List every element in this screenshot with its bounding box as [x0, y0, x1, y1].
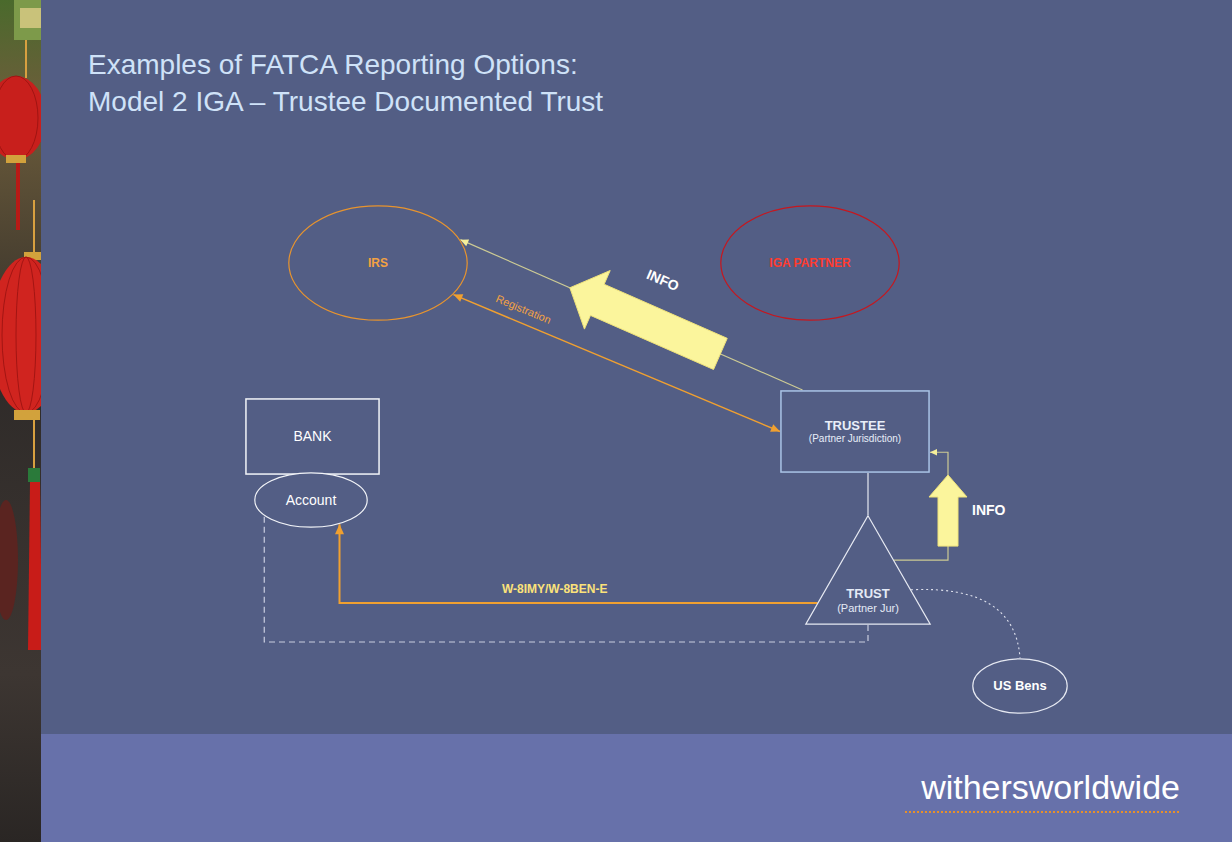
- rect-outline: [246, 399, 379, 474]
- node-sublabel: (Partner Jurisdiction): [809, 433, 901, 445]
- ellipse-outline: [289, 206, 467, 320]
- ellipse-outline: [973, 659, 1067, 713]
- node-label: IGA PARTNER: [769, 256, 850, 270]
- node-label: BANK: [293, 428, 331, 445]
- link-line: [868, 473, 869, 515]
- node-sublabel: (Partner Jur): [837, 602, 899, 615]
- block-arrow: [929, 475, 967, 546]
- rect-outline: [781, 391, 929, 472]
- trustee-box: TRUSTEE(Partner Jurisdiction): [780, 390, 930, 473]
- form-arrow: [335, 524, 818, 603]
- connector-line: [264, 516, 868, 642]
- bank-box: BANK: [245, 398, 380, 475]
- lantern-photo: [0, 0, 41, 842]
- slide-title: Examples of FATCA Reporting Options: Mod…: [88, 46, 648, 120]
- account-link: [264, 516, 868, 642]
- node-label: US Bens: [993, 678, 1046, 694]
- node-label: IRS: [368, 256, 388, 270]
- ellipse-outline: [255, 473, 367, 527]
- partner-ellipse: IGA PARTNER: [720, 205, 900, 321]
- agency-ellipse: IRS: [288, 205, 468, 321]
- connector-line: [340, 524, 818, 603]
- triangle-outline: [806, 516, 930, 624]
- arrowhead: [453, 294, 463, 301]
- account-ellipse: Account: [254, 472, 368, 528]
- arrowhead: [930, 449, 937, 455]
- arrowhead: [335, 524, 344, 534]
- arrowhead: [770, 424, 780, 431]
- connector-line: [867, 473, 868, 515]
- node-label: Account: [286, 492, 337, 509]
- node-label: TRUST: [846, 586, 889, 602]
- ellipse-outline: [721, 206, 899, 320]
- beneficiary-ellipse: US Bens: [972, 658, 1068, 714]
- footer-band: [0, 734, 1232, 842]
- company-logo: withersworldwide: [921, 767, 1180, 808]
- form-label: W-8IMY/W-8BEN-E: [502, 582, 608, 596]
- block-arrow: [570, 271, 727, 370]
- trust-triangle: TRUST(Partner Jur): [805, 515, 931, 625]
- logo-underline: [905, 811, 1180, 813]
- flow-label: INFO: [972, 502, 1005, 519]
- node-label: TRUSTEE: [825, 418, 886, 434]
